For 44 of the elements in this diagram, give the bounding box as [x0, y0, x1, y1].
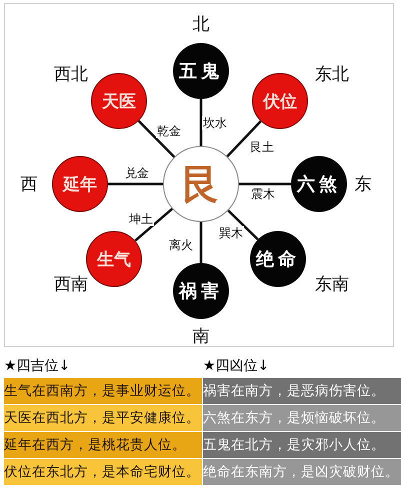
table-heading: ★四凶位↓ — [203, 357, 270, 376]
node-label: 绝命 — [256, 248, 300, 271]
edge-label: 震木 — [250, 187, 276, 201]
edge-label: 坎水 — [202, 116, 228, 130]
connector-line — [226, 120, 262, 158]
connector-line — [108, 182, 163, 186]
direction-label: 西 — [20, 174, 38, 196]
table-cell: 天医在西北方，是平安健康位。 — [4, 405, 203, 432]
table-cell: 祸害在南方，是恶病伤害位。 — [203, 378, 401, 405]
node-label: 艮 — [181, 160, 221, 210]
direction-label: 北 — [192, 14, 210, 36]
connector-line — [200, 99, 202, 146]
table-cell: 伏位在东北方，是本命宅财位。 — [4, 459, 203, 486]
edge-label: 兑金 — [124, 166, 150, 180]
connector-line — [239, 182, 291, 186]
connector-line — [134, 208, 174, 242]
edge-label: 坤土 — [128, 212, 154, 226]
table-cell: 绝命在东南方，是凶灾破财位。 — [203, 459, 401, 486]
node-label: 天医 — [102, 90, 136, 112]
connector-line — [227, 210, 259, 240]
direction-label: 东北 — [315, 64, 349, 86]
table-cell: 六煞在东方，是烦恼破坏位。 — [203, 405, 401, 432]
edge-label: 艮土 — [249, 140, 275, 154]
direction-label: 西北 — [54, 64, 88, 86]
node-label: 延年 — [63, 174, 97, 196]
table-cell: 五鬼在北方，是灾邪小人位。 — [203, 432, 401, 459]
table-cell: 生气在西南方，是事业财运位。 — [4, 378, 203, 405]
connector-line — [138, 120, 176, 158]
direction-label: 西南 — [54, 274, 88, 296]
direction-label: 东南 — [315, 274, 349, 296]
center-circle — [163, 146, 239, 222]
node-label: 伏位 — [263, 90, 297, 112]
table-heading: ★四吉位↓ — [4, 357, 72, 376]
node-label: 五鬼 — [179, 60, 223, 83]
connector-line — [200, 222, 202, 263]
node-label: 祸害 — [179, 280, 223, 303]
node-label: 生气 — [97, 248, 131, 270]
direction-label: 南 — [192, 326, 210, 348]
node-label: 六煞 — [297, 173, 341, 196]
direction-label: 东 — [354, 174, 372, 196]
edge-label: 巽木 — [218, 226, 244, 240]
edge-label: 离火 — [168, 238, 194, 252]
edge-label: 乾金 — [156, 124, 182, 138]
table-cell: 延年在西方，是桃花贵人位。 — [4, 432, 203, 459]
